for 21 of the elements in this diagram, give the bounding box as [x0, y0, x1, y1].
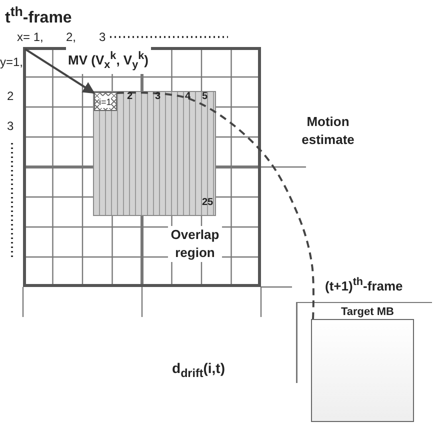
axis-label: 3 [99, 30, 106, 44]
axis-label: 3 [7, 119, 14, 133]
formula-label: d$_{drift}$(i,t) [172, 360, 225, 380]
edge-label: MV (V$_{x}$$^{k}$, V$_{y}$$^{k}$) [66, 47, 150, 74]
cell-number: 3 [155, 91, 161, 102]
cell-number: 2 [127, 91, 133, 102]
axis-label: 2, [66, 30, 76, 44]
cell-number: 4 [185, 91, 191, 102]
axis-label: y=1, [0, 55, 24, 69]
cell-number: 25 [202, 197, 214, 208]
axis-label: 2 [7, 89, 14, 103]
frame-grid [23, 47, 261, 287]
frame-heading: Target MB [341, 306, 394, 318]
region-label: Overlap region [168, 226, 222, 262]
arrow [24, 48, 95, 94]
axis-label: x= 1, [17, 30, 44, 44]
frame-heading: t$^{th}$-frame [5, 4, 72, 28]
cell-label: i=1 [99, 96, 112, 108]
frame-heading: (t+1)$^{th}$-frame [325, 276, 403, 292]
hatched-block [94, 92, 117, 111]
cell-number: 5 [202, 91, 208, 102]
